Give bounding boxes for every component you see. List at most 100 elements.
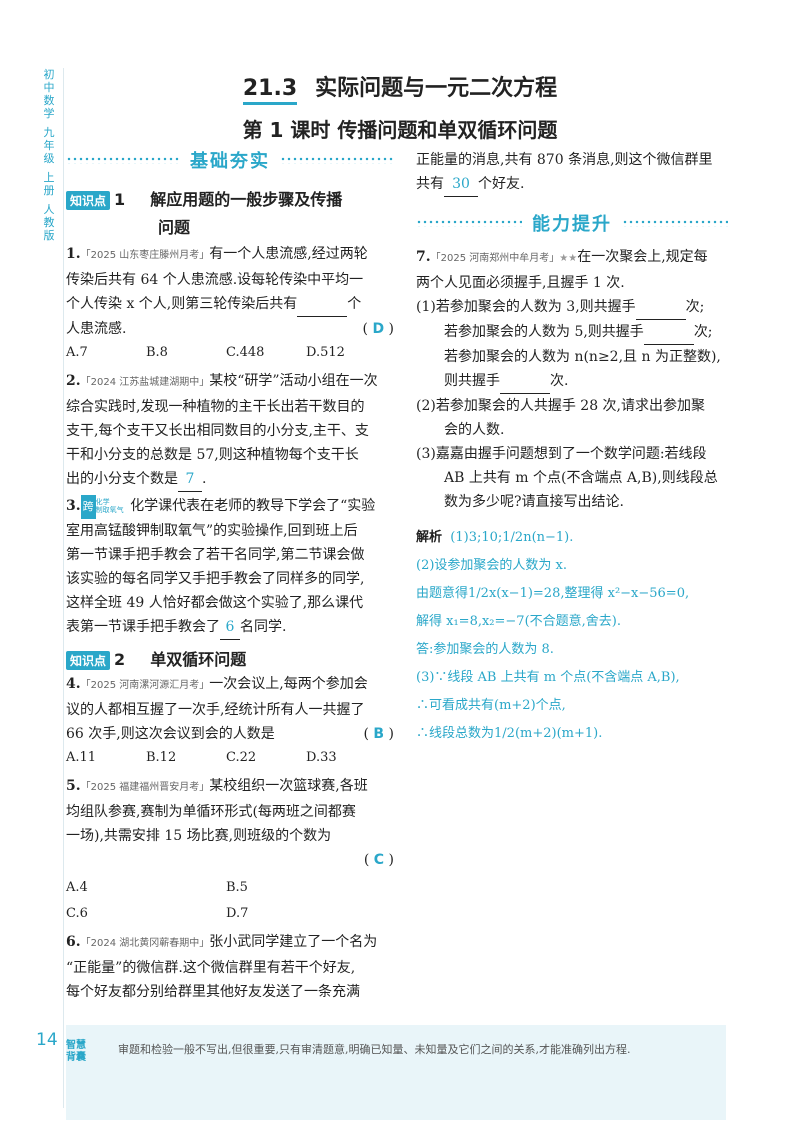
sub-question: 则共握手 xyxy=(444,373,500,389)
solution-label: 解析 xyxy=(416,530,443,545)
question-text: “正能量”的微信群.这个微信群里有若干个好友, xyxy=(66,960,356,976)
option: A.11 xyxy=(66,750,97,765)
kp-tag: 知识点 xyxy=(66,191,111,210)
question-text: 有一个人患流感,经过两轮 xyxy=(209,246,368,262)
question-source: 「2025 河南郑州中牟月考」 xyxy=(430,253,560,264)
question-5: 5.「2025 福建福州晋安月考」某校组织一次篮球赛,各班 均组队参赛,赛制为单… xyxy=(66,774,394,926)
solution-line: (3)∵线段 AB 上共有 m 个点(不含端点 A,B), xyxy=(416,670,680,685)
dots-decoration xyxy=(416,219,522,227)
question-text: 干和小分支的总数是 57,则这种植物每个支干长 xyxy=(66,447,359,463)
question-text: 66 次手,则这次会议到会的人数是 xyxy=(66,726,275,742)
solution-line: 解得 x₁=8,x₂=−7(不合题意,舍去). xyxy=(416,614,621,629)
fraction: 1/2 xyxy=(502,530,524,545)
solution-line: (2)设参加聚会的人数为 x. xyxy=(416,558,568,573)
question-text: 每个好友都分别给群里其他好友发送了一条充满 xyxy=(66,984,360,1000)
question-text: 第一节课手把手教会了若干名同学,第二节课会做 xyxy=(66,547,365,563)
banner-label: 基础夯实 xyxy=(190,151,270,172)
question-number: 3. xyxy=(66,498,81,514)
solution-line: 由题意得 xyxy=(416,586,469,601)
dots-decoration xyxy=(66,156,180,164)
dots-decoration xyxy=(622,219,728,227)
choice-answer: ( D ) xyxy=(362,321,394,337)
sidebar-char: 九 xyxy=(43,126,55,139)
badge-text: 制取氧气 xyxy=(95,506,124,514)
question-text: 个人传染 x 个人,则第三轮传染后共有 xyxy=(66,296,298,312)
option: B.8 xyxy=(146,345,168,360)
solution-line: (1)3;10; xyxy=(450,530,503,545)
solution-line: x(x−1)=28,整理得 x²−x−56=0, xyxy=(488,586,690,601)
section-banner-basic: 基础夯实 xyxy=(66,148,394,172)
solution-line: ∴线段总数为 xyxy=(416,726,495,741)
lesson-subtitle: 第 1 课时 传播问题和单双循环问题 xyxy=(242,118,558,142)
question-2: 2.「2024 江苏盐城建湖期中」某校“研学”活动小组在一次 综合实践时,发现一… xyxy=(66,369,394,492)
answer-blank xyxy=(635,295,686,320)
sidebar-char: 人 xyxy=(43,203,55,216)
solution-line: ∴可看成共有(m+2)个点, xyxy=(416,698,566,713)
sub-question: 若参加聚会的人数为 5,则共握手 xyxy=(444,324,644,340)
question-7: 7.「2025 河南郑州中牟月考」★★在一次聚会上,规定每 两个人见面必须握手,… xyxy=(416,245,728,514)
answer-blank xyxy=(643,320,694,345)
question-number: 5. xyxy=(66,778,81,794)
sub-question: (2)若参加聚会的人共握手 28 次,请求出参加聚 xyxy=(416,398,705,414)
question-number: 1. xyxy=(66,246,81,262)
question-3: 3.跨化学制取氧气 化学课代表在老师的教导下学会了“实验 室用高锰酸钾制取氧气”… xyxy=(66,494,394,640)
choice-answer: ( B ) xyxy=(363,726,394,742)
sidebar-char: 中 xyxy=(43,81,55,94)
star-icon: ★★ xyxy=(559,253,578,264)
kp-title: 单双循环问题 xyxy=(150,650,247,669)
page-number: 14 xyxy=(36,1030,58,1050)
sidebar-char: 学 xyxy=(43,107,55,120)
question-source: 「2025 福建福州晋安月考」 xyxy=(80,782,210,793)
title-text: 实际问题与一元二次方程 xyxy=(315,76,558,101)
sidebar-char: 级 xyxy=(43,152,55,165)
option: A.7 xyxy=(66,345,88,360)
kp-tag: 知识点 xyxy=(66,651,111,670)
option: B.12 xyxy=(146,750,177,765)
question-text: 表第一节课手把手教会了 xyxy=(66,619,220,635)
sub-question: 次; xyxy=(693,324,713,340)
question-source: 「2025 山东枣庄滕州月考」 xyxy=(80,250,210,261)
question-text: 一次会议上,每两个参加会 xyxy=(209,676,368,692)
option: D.33 xyxy=(306,750,337,765)
question-source: 「2024 湖北黄冈蕲春期中」 xyxy=(80,938,210,949)
dots-decoration xyxy=(280,156,394,164)
option: C.6 xyxy=(66,906,88,921)
question-text: 人患流感. xyxy=(66,321,127,337)
section-number: 21.3 xyxy=(242,76,298,105)
cross-subject-badge: 跨 xyxy=(80,495,96,519)
answer-blank: 30 xyxy=(444,172,478,197)
sub-question: 次. xyxy=(550,373,569,389)
question-text: 室用高锰酸钾制取氧气”的实验操作,回到班上后 xyxy=(66,523,358,539)
answer-value: C xyxy=(373,852,385,868)
option: C.448 xyxy=(226,345,265,360)
answer-value: B xyxy=(373,726,385,742)
question-text: 出的小分支个数是 xyxy=(66,471,178,487)
kp-number: 1 xyxy=(114,190,126,209)
sidebar-char: 数 xyxy=(43,94,55,107)
fraction: 1/2 xyxy=(494,726,515,741)
fraction: 1/2 xyxy=(468,586,489,601)
question-text: 张小武同学建立了一个名为 xyxy=(209,934,378,950)
solution: 解析 (1)3;10;1/2n(n−1). (2)设参加聚会的人数为 x. 由题… xyxy=(416,524,728,748)
sub-question: 次; xyxy=(685,299,705,315)
question-4: 4.「2025 河南漯河源汇月考」一次会议上,每两个参加会 议的人都相互握了一次… xyxy=(66,672,394,770)
question-text: 名同学. xyxy=(240,619,287,635)
question-text: 均组队参赛,赛制为单循环形式(每两班之间都赛 xyxy=(66,804,356,820)
question-text: 化学课代表在老师的教导下学会了“实验 xyxy=(130,498,376,514)
question-text: 该实验的每名同学又手把手教会了同样多的同学, xyxy=(66,571,365,587)
sidebar-char: 初 xyxy=(43,68,55,81)
answer-blank: 7 xyxy=(178,467,202,492)
question-text: 正能量的消息,共有 870 条消息,则这个微信群里 xyxy=(416,152,713,168)
sub-question: 若参加聚会的人数为 n(n≥2,且 n 为正整数), xyxy=(444,349,721,365)
page-title: 21.3 实际问题与一元二次方程 xyxy=(0,70,800,105)
solution-line: (m+2)(m+1). xyxy=(514,726,603,741)
sub-question: (1)若参加聚会的人数为 3,则共握手 xyxy=(416,299,636,315)
option: A.4 xyxy=(66,880,88,895)
answer-value: D xyxy=(372,321,385,337)
footer-tip-box: 审题和检验一般不写出,但很重要,只有审清题意,明确已知量、未知量及它们之间的关系… xyxy=(66,1025,726,1120)
question-source: 「2024 江苏盐城建湖期中」 xyxy=(80,377,210,388)
